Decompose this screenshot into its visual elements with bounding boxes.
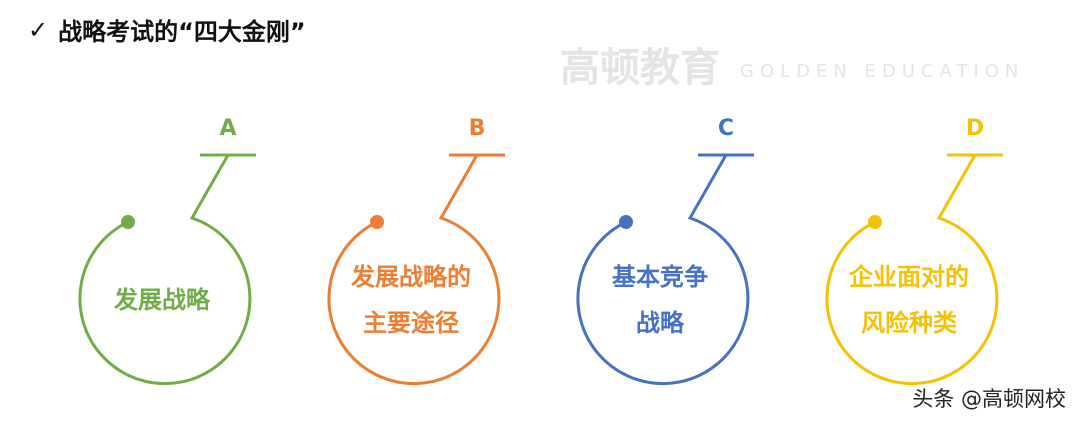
circle-outline (825, 154, 999, 386)
item-label-line: 企业面对的 (849, 263, 969, 291)
item-label-line: 发展战略 (114, 286, 210, 314)
item-label-line: 战略 (636, 309, 684, 337)
check-icon: ✓ (28, 15, 49, 44)
footer-credit: 头条 @高顿网校 (912, 387, 1066, 411)
item-label: 企业面对的风险种类 (824, 254, 994, 346)
item-label-line: 发展战略的 (351, 263, 471, 291)
circle-outline (327, 154, 501, 386)
item-label: 发展战略 (77, 277, 247, 323)
item-letter: A (219, 116, 237, 141)
item-label: 发展战略的主要途径 (326, 254, 496, 346)
start-dot (370, 215, 384, 229)
start-dot (868, 215, 882, 229)
item-label-line: 风险种类 (861, 309, 957, 337)
item-label: 基本竞争战略 (575, 254, 745, 346)
item-letter: B (468, 116, 486, 141)
start-dot (619, 215, 633, 229)
start-dot (121, 215, 135, 229)
circle-outline (576, 154, 750, 386)
item-label-line: 主要途径 (363, 309, 459, 337)
item-label-line: 基本竞争 (612, 263, 708, 291)
item-letter: D (965, 116, 985, 141)
slide-title: ✓ 战略考试的“四大金刚” (28, 12, 306, 47)
watermark-logo-en: GOLDEN EDUCATION (740, 61, 1025, 82)
circle-outline (78, 154, 252, 386)
title-text: 战略考试的“四大金刚” (58, 18, 306, 46)
watermark-logo: 高顿教育 (560, 45, 720, 91)
item-letter: C (717, 116, 735, 141)
